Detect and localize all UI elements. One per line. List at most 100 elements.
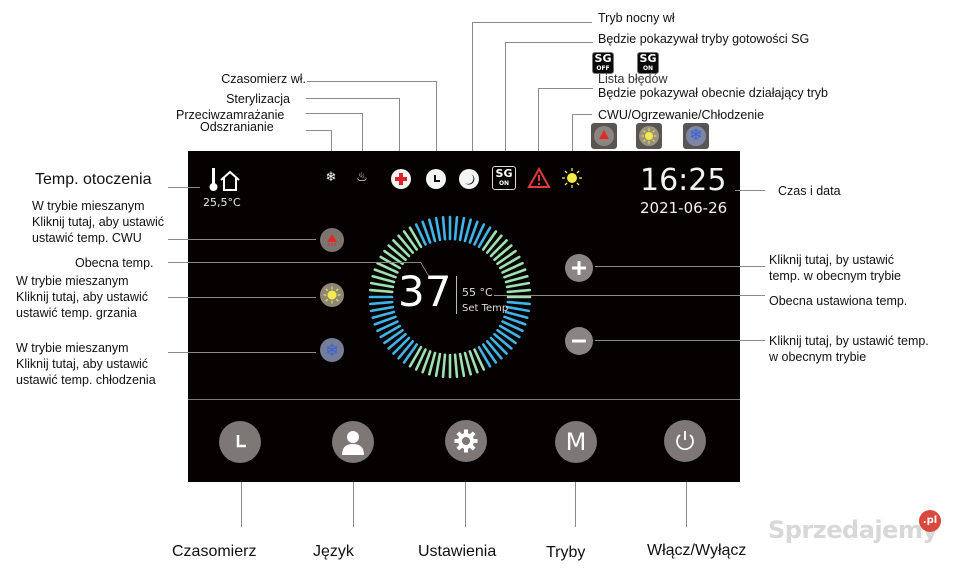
label-current-temp: Obecna temp. [75, 256, 154, 270]
user-icon [342, 431, 364, 455]
label-plus-hint-2: temp. w obecnym trybie [769, 269, 901, 283]
label-dhw-hint-2: Kliknij tutaj, aby ustawić [32, 215, 165, 229]
leader-line [595, 340, 765, 341]
leader-line [168, 262, 421, 263]
leader-line [472, 22, 592, 23]
leader-line [572, 114, 592, 115]
label-dhw-hint-3: ustawić temp. CWU [32, 231, 142, 245]
leader-line [595, 266, 765, 267]
minus-icon [572, 339, 586, 343]
sun-icon [323, 286, 341, 304]
sg-off-badge: SG OFF [592, 52, 614, 74]
heating-legend-icon [636, 123, 662, 149]
leader-line [494, 295, 765, 296]
temperature-ring [368, 215, 532, 379]
leader-line [399, 98, 400, 163]
language-button[interactable] [332, 421, 374, 463]
label-power: Włącz/Wyłącz [647, 542, 747, 559]
label-antifreeze: Przeciwzamrażanie [176, 108, 285, 122]
dhw-legend-icon [591, 123, 617, 149]
clock-icon [236, 435, 246, 448]
dhw-mode-button[interactable] [320, 228, 344, 252]
shower-icon [327, 234, 337, 246]
label-sg-info: Będzie pokazywał tryby gotowości SG [598, 32, 810, 46]
ambient-temp-icon [204, 166, 244, 194]
label-language: Język [313, 543, 354, 560]
modes-button[interactable]: M [555, 421, 597, 463]
sg-on-badge: SG ON [637, 52, 659, 74]
label-set-temp: Obecna ustawiona temp. [769, 294, 908, 308]
leader-line [505, 42, 506, 162]
set-temp-label: Set Temp [462, 303, 509, 314]
gear-icon [454, 429, 478, 453]
label-defrost: Odszranianie [200, 120, 274, 134]
decrease-temp-button[interactable] [565, 327, 593, 355]
leader-line [538, 88, 593, 89]
cooling-legend-icon: ❄ [683, 123, 709, 149]
defrost-icon: ❄ [325, 169, 337, 184]
leader-line [572, 114, 573, 162]
increase-temp-button[interactable] [565, 254, 593, 282]
temp-separator [456, 276, 457, 314]
leader-line [306, 130, 332, 131]
clock-time[interactable]: 16:25 [640, 163, 727, 198]
label-minus-hint-1: Kliknij tutaj, by ustawić temp. [769, 334, 929, 348]
leader-line [168, 187, 200, 188]
label-heating-hint-1: W trybie mieszanym [16, 274, 129, 288]
error-warning-icon[interactable] [527, 166, 551, 194]
power-button[interactable] [664, 420, 706, 462]
label-cooling-hint-3: ustawić temp. chłodzenia [16, 373, 156, 387]
leader-line [686, 482, 687, 527]
leader-line [331, 130, 332, 163]
settings-button[interactable] [445, 420, 487, 462]
label-settings: Ustawienia [418, 543, 497, 560]
current-temp-value: 37 [398, 267, 452, 316]
sterilization-icon [391, 169, 411, 189]
sg-status-icon: SG ON [492, 166, 516, 190]
timer-on-icon [426, 169, 446, 189]
snowflake-icon: ❄ [324, 340, 340, 360]
leader-line [241, 482, 242, 527]
label-modes: Tryby [546, 544, 586, 561]
leader-line [306, 98, 400, 99]
label-modes-legend: CWU/Ogrzewanie/Chłodzenie [598, 108, 765, 122]
leader-line [436, 81, 437, 163]
leader-line [306, 113, 363, 114]
label-ambient-temp: Temp. otoczenia [35, 171, 152, 188]
set-temp-value[interactable]: 55 °C [462, 286, 493, 299]
watermark-badge: .pl [919, 510, 941, 532]
label-time-date: Czas i data [778, 184, 841, 198]
label-minus-hint-2: w obecnym trybie [769, 350, 867, 364]
label-timer: Czasomierz [172, 543, 257, 560]
screen-divider [188, 399, 740, 400]
heating-mode-status-icon [561, 167, 583, 194]
mode-m-icon: M [565, 428, 587, 456]
leader-line [362, 113, 363, 163]
heating-mode-button[interactable] [320, 283, 344, 307]
night-mode-icon [459, 169, 479, 189]
label-night-mode: Tryb nocny wł [598, 11, 675, 25]
label-mode-info: Będzie pokazywał obecnie działający tryb [598, 86, 828, 100]
label-timer-on: Czasomierz wł. [221, 72, 306, 86]
leader-line [353, 482, 354, 527]
cooling-mode-button[interactable]: ❄ [320, 338, 344, 362]
leader-line [307, 81, 437, 82]
clock-date[interactable]: 2021-06-26 [640, 199, 728, 217]
ambient-temp-value: 25,5°C [203, 196, 241, 209]
leader-line [168, 297, 316, 298]
power-icon [676, 431, 694, 451]
label-cooling-hint-2: Kliknij tutaj, aby ustawić [16, 357, 149, 371]
antifreeze-icon: ♨ [356, 169, 368, 184]
leader-line [465, 482, 466, 527]
label-sterilization: Sterylizacja [226, 92, 290, 106]
timer-button[interactable] [219, 421, 261, 463]
label-dhw-hint-1: W trybie mieszanym [32, 199, 145, 213]
leader-line [735, 190, 765, 191]
label-heating-hint-3: ustawić temp. grzania [16, 306, 137, 320]
label-cooling-hint-1: W trybie mieszanym [16, 341, 129, 355]
label-plus-hint-1: Kliknij tutaj, by ustawić [769, 253, 895, 267]
leader-line [538, 88, 539, 162]
leader-line [168, 239, 316, 240]
leader-line [505, 42, 593, 43]
plus-icon [572, 261, 586, 275]
